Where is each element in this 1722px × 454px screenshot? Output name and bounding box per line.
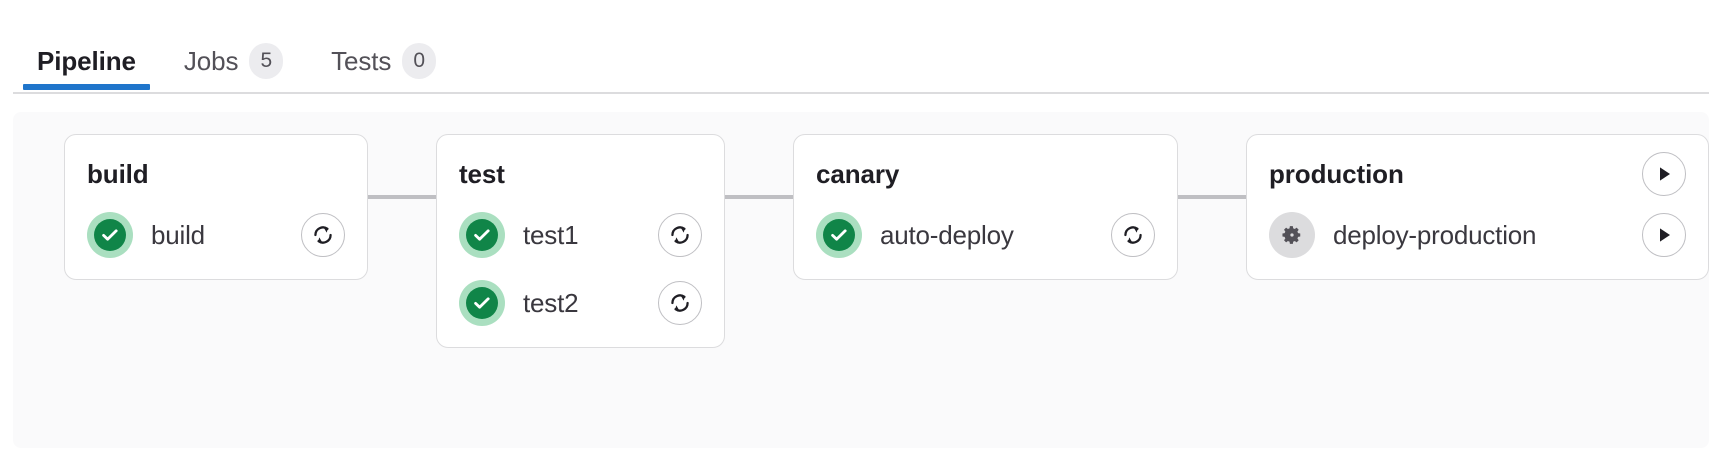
tab-jobs-label: Jobs: [183, 46, 239, 76]
check-icon: [816, 212, 862, 258]
job-row-build[interactable]: build: [87, 211, 345, 259]
tab-jobs[interactable]: Jobs 5: [160, 0, 307, 94]
job-row-test2[interactable]: test2: [459, 279, 702, 327]
job-row-deploy-production[interactable]: deploy-production: [1269, 211, 1686, 259]
check-icon: [459, 280, 505, 326]
check-icon: [87, 212, 133, 258]
retry-icon[interactable]: [658, 213, 702, 257]
connector-canary-production: [1178, 195, 1246, 199]
job-name-test2: test2: [523, 288, 579, 318]
stage-header-canary: canary: [816, 153, 1155, 195]
stage-card-production: production: [1246, 134, 1709, 280]
stage-title-test: test: [459, 159, 505, 189]
tab-tests[interactable]: Tests 0: [307, 0, 460, 94]
pipeline-graph: build build: [13, 112, 1709, 448]
job-list-production: deploy-production: [1269, 211, 1686, 259]
tab-jobs-badge: 5: [249, 43, 284, 79]
job-list-canary: auto-deploy: [816, 211, 1155, 259]
stage-header-build: build: [87, 153, 345, 195]
stage-card-test: test test1: [436, 134, 725, 348]
retry-icon[interactable]: [658, 281, 702, 325]
job-list-test: test1: [459, 211, 702, 327]
stage-card-build: build build: [64, 134, 368, 280]
stage-card-canary: canary auto-deploy: [793, 134, 1178, 280]
stage-title-canary: canary: [816, 159, 900, 189]
retry-icon[interactable]: [1111, 213, 1155, 257]
job-name-build: build: [151, 220, 205, 250]
job-row-test1[interactable]: test1: [459, 211, 702, 259]
gear-icon: [1269, 212, 1315, 258]
pipeline-stages: build build: [13, 112, 1709, 448]
tab-tests-label: Tests: [331, 46, 392, 76]
job-name-deploy-production: deploy-production: [1333, 220, 1537, 250]
job-name-test1: test1: [523, 220, 579, 250]
job-name-auto-deploy: auto-deploy: [880, 220, 1014, 250]
check-icon: [459, 212, 505, 258]
play-icon[interactable]: [1642, 152, 1686, 196]
stage-title-production: production: [1269, 159, 1404, 189]
stage-title-build: build: [87, 159, 149, 189]
stage-header-production: production: [1269, 152, 1686, 196]
connector-test-canary: [725, 195, 793, 199]
tab-pipeline[interactable]: Pipeline: [13, 0, 160, 94]
connector-build-test: [368, 195, 436, 199]
job-list-build: build: [87, 211, 345, 259]
pipeline-tabbar: Pipeline Jobs 5 Tests 0: [0, 0, 1722, 100]
tab-pipeline-label: Pipeline: [37, 46, 136, 76]
retry-icon[interactable]: [301, 213, 345, 257]
tab-tests-badge: 0: [402, 43, 436, 79]
stage-header-test: test: [459, 153, 702, 195]
play-icon[interactable]: [1642, 213, 1686, 257]
job-row-auto-deploy[interactable]: auto-deploy: [816, 211, 1155, 259]
